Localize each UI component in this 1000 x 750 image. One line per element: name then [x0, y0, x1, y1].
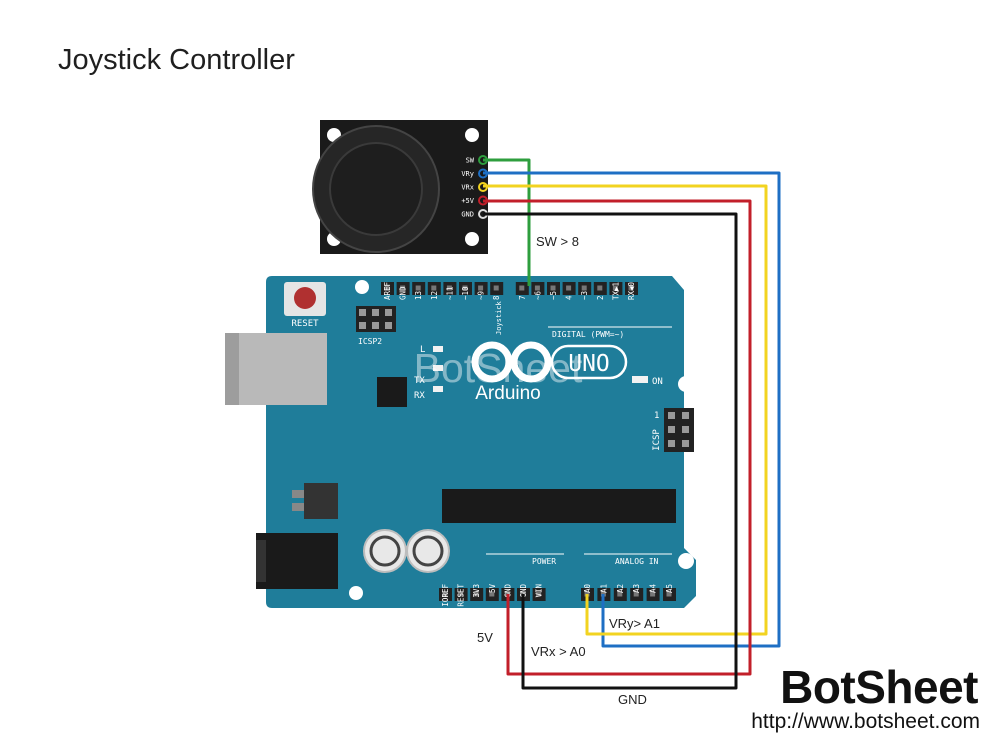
- joystick-pin-label: VRx: [461, 184, 474, 192]
- joystick-knob: [329, 142, 423, 236]
- usb-connector: [225, 333, 327, 405]
- wires: [483, 158, 781, 690]
- analog-header: [581, 588, 676, 601]
- arduino-brand-label: Arduino: [475, 383, 541, 404]
- pin-label-VIN: VIN: [535, 584, 544, 598]
- pin-label-12: 12: [430, 291, 439, 300]
- icsp2-label: ICSP2: [358, 337, 382, 346]
- digital-label: DIGITAL (PWM=~): [552, 330, 624, 339]
- page-title: Joystick Controller: [58, 44, 295, 76]
- label-vry: VRy> A1: [609, 616, 660, 631]
- tx-led-label: TX: [414, 376, 425, 386]
- arduino-board: RESET ICSP2 L TX RX ON UNO Arduino B: [225, 276, 696, 608]
- pin-label-A3: A3: [632, 584, 641, 593]
- pin-label-~5: ~5: [549, 291, 558, 300]
- pin-label-TX▶1: TX▶1: [611, 282, 620, 300]
- botsheet-watermark: BotSheet: [414, 345, 583, 391]
- icsp-pin1-marker: 1: [654, 411, 659, 421]
- pin-label-A2: A2: [616, 584, 625, 593]
- joystick-pin-label: GND: [461, 211, 474, 219]
- pin-label-GND: GND: [519, 584, 528, 598]
- mounting-hole: [349, 586, 363, 600]
- icsp-label: ICSP: [652, 429, 662, 451]
- pin-label-GND: GND: [503, 584, 512, 598]
- pin-label-GND: GND: [399, 286, 408, 300]
- pin-label-~6: ~6: [533, 290, 542, 300]
- mounting-hole: [355, 280, 369, 294]
- l-led: [433, 346, 443, 352]
- tx-led: [433, 365, 443, 371]
- mounting-hole: [678, 553, 694, 569]
- wire-gnd: [483, 212, 738, 690]
- pin-label-A1: A1: [599, 584, 608, 593]
- voltage-regulator: [304, 483, 338, 519]
- atmega-chip: [442, 489, 676, 523]
- wire-vry: [483, 171, 781, 648]
- label-vrx: VRx > A0: [531, 644, 586, 659]
- on-led: [632, 376, 648, 383]
- reset-label: RESET: [291, 319, 319, 329]
- icsp-header: [664, 408, 694, 452]
- pin-label-7: 7: [518, 295, 527, 300]
- uno-label: UNO: [568, 351, 610, 377]
- arduino-logo: [471, 341, 628, 383]
- pin-label-A0: A0: [583, 584, 592, 594]
- pin-label-5V: 5V: [488, 584, 497, 594]
- pin-label-RX◀0: RX◀0: [627, 281, 636, 300]
- label-sw: SW > 8: [536, 234, 579, 249]
- pin-label-4: 4: [565, 295, 574, 300]
- pin-label-AREF: AREF: [383, 281, 392, 300]
- power-label: POWER: [532, 557, 556, 566]
- pin-label-8: 8: [492, 295, 501, 300]
- wire-sw: [483, 158, 531, 286]
- rx-led-label: RX: [414, 391, 425, 401]
- label-gnd: GND: [618, 692, 647, 707]
- l-led-label: L: [420, 345, 425, 355]
- brand-name: BotSheet: [780, 661, 978, 713]
- pin-label-A4: A4: [649, 584, 658, 594]
- pin-label-RESET: RESET: [457, 584, 466, 607]
- usb-chip: [377, 377, 407, 407]
- on-label: ON: [652, 377, 663, 387]
- brand-url[interactable]: http://www.botsheet.com: [751, 710, 980, 733]
- pin-label-3V3: 3V3: [472, 584, 481, 598]
- label-5v: 5V: [477, 630, 493, 645]
- digital-pin-labels: AREF GND 13 12 ~11 ~10 ~9 8 7 ~6 ~5 4 ~3 2 TX▶1 RX◀0: [383, 281, 636, 300]
- wire-5v: [483, 199, 752, 676]
- pin-label-13: 13: [414, 291, 423, 300]
- icsp2-header: [356, 306, 396, 332]
- pin-label-IOREF: IOREF: [441, 584, 450, 607]
- analog-pin-labels: A0 A1 A2 A3 A4 A5: [583, 584, 674, 594]
- joystick-module-label: Joystick: [495, 300, 503, 335]
- digital-header: [381, 282, 638, 295]
- analog-label: ANALOG IN: [615, 557, 659, 566]
- power-pin-labels: IOREF RESET 3V3 5V GND GND VIN: [441, 584, 544, 607]
- dc-jack: [256, 533, 338, 589]
- pin-label-~3: ~3: [580, 291, 589, 300]
- joystick-pin-label: VRy: [461, 170, 474, 178]
- pin-label-~10: ~10: [461, 286, 470, 300]
- rx-led: [433, 386, 443, 392]
- joystick-pin-label: SW: [466, 157, 475, 165]
- pin-label-A5: A5: [665, 584, 674, 593]
- pin-label-~11: ~11: [445, 286, 454, 300]
- pin-label-~9: ~9: [477, 291, 486, 300]
- pin-label-2: 2: [596, 295, 605, 300]
- mounting-hole: [678, 376, 694, 392]
- reset-button: [294, 287, 316, 309]
- wire-vrx: [483, 184, 768, 636]
- joystick-pin-label: +5V: [461, 197, 474, 205]
